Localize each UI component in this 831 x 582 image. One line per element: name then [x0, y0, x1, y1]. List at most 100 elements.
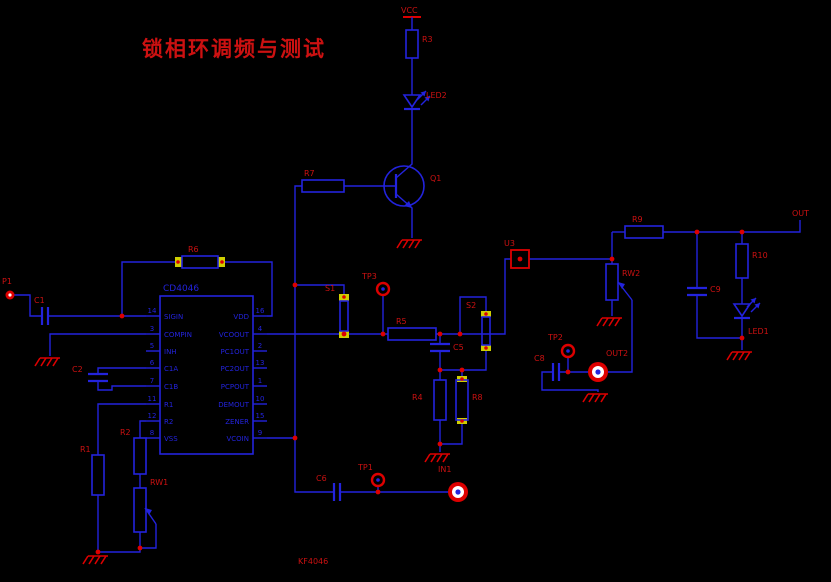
resistor-body[interactable] — [301, 179, 345, 193]
junction-dot — [694, 229, 700, 235]
pin-name: SIGIN — [164, 313, 183, 321]
component-label: LED1 — [748, 327, 769, 336]
resistor-r6[interactable]: R6 — [175, 245, 225, 269]
capacitor-c5[interactable]: C5 — [430, 342, 464, 353]
testpoint-symbol[interactable] — [375, 281, 391, 297]
pin-number: 7 — [150, 377, 154, 385]
resistor-body[interactable] — [405, 29, 419, 59]
jumper-s2[interactable]: S2 — [466, 301, 491, 351]
junction-dot — [609, 256, 615, 262]
ground-symbol[interactable] — [396, 239, 423, 249]
out-port[interactable]: OUT — [792, 209, 809, 218]
pin-number: 5 — [150, 342, 154, 350]
capacitor-c6[interactable]: C6 — [316, 474, 342, 501]
junction-dot — [95, 549, 101, 555]
component-label: C5 — [453, 343, 464, 352]
potentiometer-body[interactable] — [133, 487, 147, 533]
wire — [459, 296, 487, 334]
connector-out2[interactable]: OUT2 — [588, 349, 628, 382]
junction-dot — [292, 282, 298, 288]
pin-name: VDD — [233, 313, 249, 321]
pin-name: PC1OUT — [221, 348, 250, 356]
junction-dot — [457, 331, 463, 337]
resistor-body[interactable] — [735, 243, 749, 279]
junction-dot — [565, 369, 571, 375]
testpoint-tp3[interactable]: TP3 — [361, 272, 391, 297]
ground-symbol[interactable] — [424, 453, 451, 463]
led-led1[interactable]: LED1 — [732, 297, 769, 336]
vcc-port[interactable]: VCC — [401, 6, 421, 18]
resistor-body[interactable] — [455, 379, 469, 421]
wire — [295, 284, 345, 294]
ground-symbol[interactable] — [726, 351, 753, 361]
capacitor-c1[interactable]: C1 — [34, 296, 50, 325]
resistor-r5[interactable]: R5 — [387, 317, 437, 341]
led-led2[interactable]: LED2 — [402, 90, 447, 111]
ground-symbol[interactable] — [82, 555, 109, 565]
out-label: OUT — [792, 209, 809, 218]
led-arrowhead — [754, 303, 760, 309]
pad-dot — [176, 260, 180, 264]
resistor-body[interactable] — [181, 255, 219, 269]
potentiometer-rw2[interactable]: RW2 — [605, 263, 640, 301]
transistor-q1[interactable]: Q1 — [383, 165, 441, 208]
led-arrowhead — [750, 298, 756, 304]
ic-cd4046[interactable]: CD4046 14 SIGIN 3 COMPIN 5 INH 6 C1A 7 C… — [146, 284, 267, 455]
resistor-r7[interactable]: R7 — [301, 169, 345, 193]
component-label: R6 — [188, 245, 199, 254]
capacitor-c2[interactable]: C2 — [72, 365, 108, 383]
connector-p1[interactable]: P1 — [2, 277, 15, 300]
led-arrowhead — [420, 91, 426, 97]
connector-symbol[interactable] — [448, 482, 468, 502]
resistor-r3[interactable]: R3 — [405, 29, 433, 59]
resistor-body[interactable] — [387, 327, 437, 341]
connector-in1[interactable]: IN1 — [438, 465, 468, 502]
component-label: C2 — [72, 365, 83, 374]
component-body[interactable] — [510, 249, 530, 269]
ic-body[interactable] — [159, 295, 254, 455]
capacitor-c9[interactable]: C9 — [687, 285, 721, 297]
component-label: TP2 — [547, 333, 563, 342]
testpoint-tp1[interactable]: TP1 — [357, 463, 386, 488]
pin-number: 2 — [258, 342, 262, 350]
junction-dot — [739, 229, 745, 235]
pin-name: DEMOUT — [218, 401, 249, 409]
resistor-r4[interactable]: R4 — [412, 379, 447, 421]
testpoint-symbol[interactable] — [560, 343, 576, 359]
component-label: R4 — [412, 393, 423, 402]
connector-symbol[interactable] — [588, 362, 608, 382]
jumper-body[interactable] — [339, 300, 349, 332]
jumper-body[interactable] — [481, 316, 491, 346]
wire — [97, 403, 146, 455]
wiper-arrowhead — [618, 282, 625, 289]
wire — [541, 371, 599, 392]
jumper-s1[interactable]: S1 — [325, 284, 349, 338]
pin-name: PC2OUT — [221, 365, 250, 373]
testpoint-tp2[interactable]: TP2 — [547, 333, 576, 359]
resistor-body[interactable] — [433, 379, 447, 421]
capacitor-c8[interactable]: C8 — [534, 354, 561, 381]
component-label: C8 — [534, 354, 545, 363]
resistor-r1[interactable]: R1 — [80, 445, 105, 496]
ground-symbol[interactable] — [596, 317, 623, 327]
resistor-r2[interactable]: R2 — [120, 428, 147, 475]
component-u3[interactable]: U3 — [504, 239, 530, 269]
resistor-body[interactable] — [91, 454, 105, 496]
potentiometer-body[interactable] — [605, 263, 619, 301]
resistor-body[interactable] — [624, 225, 664, 239]
component-label: LED2 — [426, 91, 447, 100]
component-label: S1 — [325, 284, 335, 293]
resistor-r10[interactable]: R10 — [735, 243, 768, 279]
pin-number: 13 — [256, 359, 265, 367]
wire — [222, 261, 273, 317]
potentiometer-rw1[interactable]: RW1 — [133, 478, 168, 533]
testpoint-symbol[interactable] — [370, 472, 386, 488]
ground-symbol[interactable] — [582, 393, 609, 403]
resistor-r9[interactable]: R9 — [624, 215, 664, 239]
junction-dot — [380, 331, 386, 337]
resistor-r8[interactable]: R8 — [455, 376, 483, 424]
resistor-body[interactable] — [133, 437, 147, 475]
ground-symbol[interactable] — [34, 357, 61, 367]
pin-number: 8 — [150, 429, 154, 437]
